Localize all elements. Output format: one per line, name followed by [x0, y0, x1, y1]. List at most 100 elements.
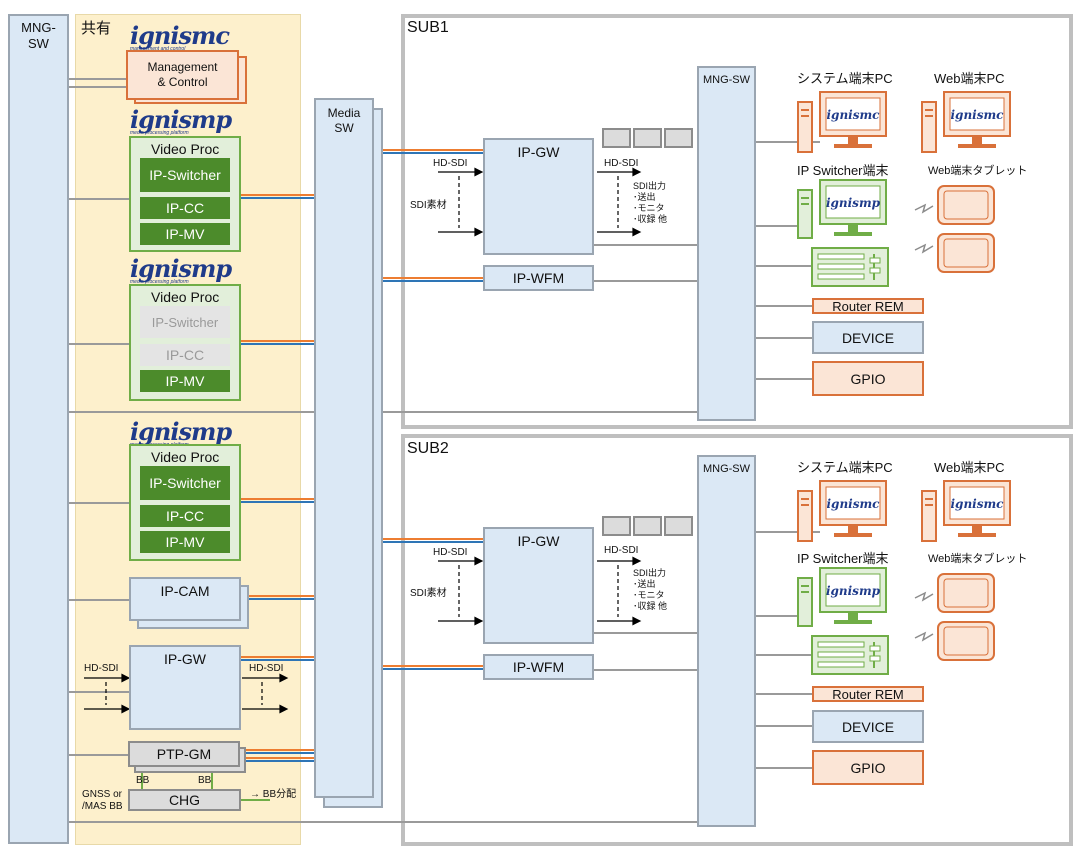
media-sw-label: Media SW	[327, 106, 361, 135]
shared-hd-sdi-in: HD-SDI	[84, 663, 119, 674]
sub1-mng-sw: MNG-SW	[697, 66, 756, 421]
sub2-mng-sw-label: MNG-SW	[702, 463, 751, 475]
sub1-tablet-icon-1	[937, 185, 995, 225]
sub1-monitor-2	[633, 128, 662, 148]
sub2-system-pc-label: システム端末PC	[797, 460, 893, 475]
sub1-sdi-source: SDI素材	[410, 200, 447, 211]
sub2-web-tablet-label: Web端末タブレット	[928, 553, 1028, 565]
ip-cc-3: IP-CC	[140, 505, 230, 527]
sub1-web-pc-icon: ignismc	[921, 91, 1011, 153]
ip-switcher-2-disabled: IP-Switcher	[140, 306, 230, 338]
sub2-ip-wfm-label: IP-WFM	[512, 659, 565, 675]
sub2-gpio: GPIO	[812, 750, 924, 785]
sub1-device: DEVICE	[812, 321, 924, 354]
left-mng-sw-label: MNG- SW	[21, 20, 56, 51]
sub2-web-pc-icon: ignismc	[921, 480, 1011, 542]
sub1-system-pc-icon: ignismc	[797, 91, 887, 153]
ptp-gm-box: PTP-GM	[128, 741, 240, 767]
sub2-sdi-source: SDI素材	[410, 588, 447, 599]
sub2-monitor-3	[664, 516, 693, 536]
svg-text:ignismc: ignismc	[951, 108, 1005, 122]
sub2-hd-sdi-in: HD-SDI	[433, 547, 468, 558]
sub1-ip-switcher-terminal-label: IP Switcher端末	[797, 163, 889, 178]
sub1-ip-gw-label: IP-GW	[517, 144, 560, 160]
ptp-gm-label: PTP-GM	[156, 746, 212, 762]
sub2-ip-gw-label: IP-GW	[517, 533, 560, 549]
sub2-tablet-icon-2	[937, 621, 995, 661]
management-control-box: Management & Control	[126, 50, 239, 100]
sub1-ip-switcher-pc-icon: ignismp	[797, 179, 887, 239]
sub1-device-label: DEVICE	[841, 329, 895, 346]
sub2-gpio-label: GPIO	[850, 759, 886, 776]
sub2-ip-switcher-pc-icon: ignismp	[797, 567, 887, 627]
media-sw: Media SW	[314, 98, 374, 798]
sub1-switcher-panel-icon	[811, 247, 889, 287]
sub1-ip-gw: IP-GW	[483, 138, 594, 255]
sub1-ip-wfm-label: IP-WFM	[512, 270, 565, 286]
sub2-mng-sw: MNG-SW	[697, 455, 756, 827]
bb-label-2: BB	[198, 775, 212, 786]
shared-hd-sdi-out: HD-SDI	[249, 663, 284, 674]
sub1-router-rem-label: Router REM	[832, 298, 904, 314]
chg-box: CHG	[128, 789, 241, 811]
bb-distribution-label: → BB分配	[250, 789, 297, 800]
gnss-label: GNSS or /MAS BB	[82, 789, 123, 812]
sub2-system-pc-icon: ignismc	[797, 480, 887, 542]
svg-text:ignismc: ignismc	[827, 108, 881, 122]
video-proc-3-label: Video Proc	[151, 449, 220, 465]
sub1-mng-sw-label: MNG-SW	[702, 74, 751, 86]
sub2-ip-gw: IP-GW	[483, 527, 594, 644]
sub2-router-rem: Router REM	[812, 686, 924, 702]
ip-mv-2: IP-MV	[140, 370, 230, 392]
sub2-monitor-2	[633, 516, 662, 536]
ip-mv-1: IP-MV	[140, 223, 230, 245]
sub1-ip-wfm: IP-WFM	[483, 265, 594, 291]
sub1-monitor-3	[664, 128, 693, 148]
sub1-web-pc-label: Web端末PC	[934, 71, 1005, 86]
svg-text:ignismp: ignismp	[826, 584, 881, 598]
sub2-tablet-icon-1	[937, 573, 995, 613]
sub2-label: SUB2	[407, 440, 449, 457]
shared-ip-gw: IP-GW	[129, 645, 241, 730]
bb-label-1: BB	[136, 775, 150, 786]
svg-text:ignismc: ignismc	[827, 497, 881, 511]
sub2-monitor-1	[602, 516, 631, 536]
sub1-gpio-label: GPIO	[850, 370, 886, 387]
left-mng-sw: MNG- SW	[8, 14, 69, 844]
sub1-sdi-output: SDI出力 ･送出 ･モニタ ･収録 他	[633, 181, 668, 224]
sub1-monitor-1	[602, 128, 631, 148]
ip-cam-box: IP-CAM	[129, 577, 241, 621]
shared-label: 共有	[81, 20, 112, 37]
sub2-web-pc-label: Web端末PC	[934, 460, 1005, 475]
sub2-device: DEVICE	[812, 710, 924, 743]
sub1-gpio: GPIO	[812, 361, 924, 396]
ip-mv-3: IP-MV	[140, 531, 230, 553]
sub2-router-rem-label: Router REM	[832, 686, 904, 702]
ip-cc-1: IP-CC	[140, 197, 230, 219]
sub2-hd-sdi-out: HD-SDI	[604, 545, 639, 556]
ip-switcher-1: IP-Switcher	[140, 158, 230, 192]
svg-text:ignismc: ignismc	[951, 497, 1005, 511]
ip-switcher-3: IP-Switcher	[140, 466, 230, 500]
sub2-ip-wfm: IP-WFM	[483, 654, 594, 680]
video-proc-1-label: Video Proc	[151, 141, 220, 157]
sub1-hd-sdi-in: HD-SDI	[433, 158, 468, 169]
sub2-switcher-panel-icon	[811, 635, 889, 675]
video-proc-2-label: Video Proc	[151, 289, 220, 305]
management-control-label: Management & Control	[147, 60, 218, 89]
sub2-sdi-output: SDI出力 ･送出 ･モニタ ･収録 他	[633, 568, 668, 611]
sub2-ip-switcher-terminal-label: IP Switcher端末	[797, 551, 889, 566]
sub1-tablet-icon-2	[937, 233, 995, 273]
shared-ip-gw-label: IP-GW	[164, 651, 206, 667]
sub1-label: SUB1	[407, 19, 449, 36]
sub1-web-tablet-label: Web端末タブレット	[928, 165, 1028, 177]
svg-text:ignismp: ignismp	[826, 196, 881, 210]
chg-label: CHG	[168, 792, 201, 808]
sub2-device-label: DEVICE	[841, 718, 895, 735]
sub1-router-rem: Router REM	[812, 298, 924, 314]
ip-cam-label: IP-CAM	[160, 583, 210, 599]
sub1-system-pc-label: システム端末PC	[797, 71, 893, 86]
